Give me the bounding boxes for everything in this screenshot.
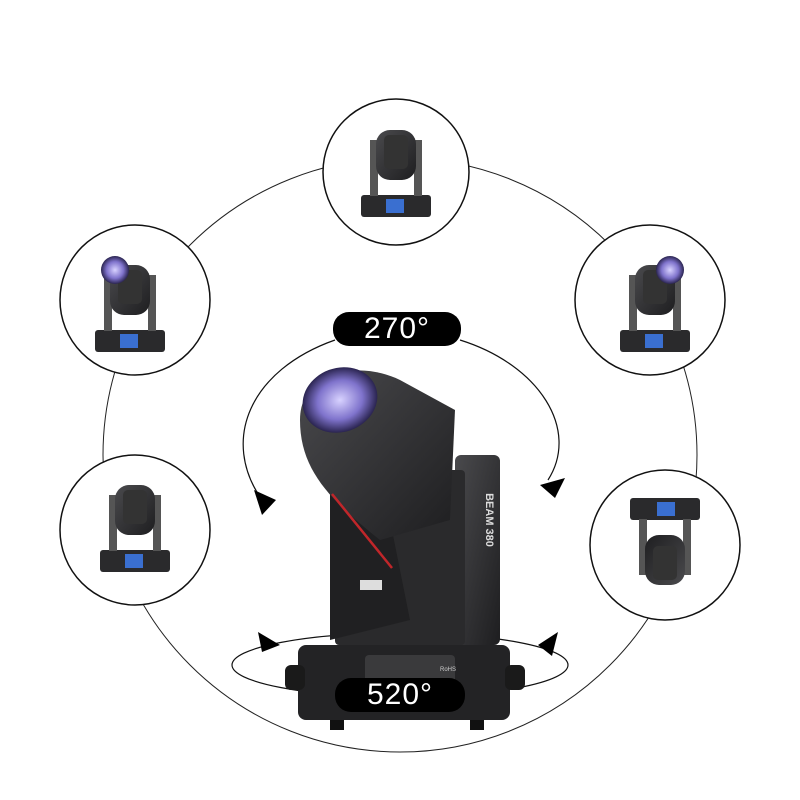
view-upper-left	[59, 224, 211, 376]
view-upper-right	[574, 224, 726, 376]
rohs-mark: RoHS	[440, 667, 456, 673]
model-name-label: BEAM 380	[483, 493, 495, 547]
tilt-arrowhead-right-icon	[540, 478, 565, 498]
tilt-arrowhead-left-icon	[254, 490, 276, 515]
view-top	[322, 98, 470, 246]
pan-arrowhead-left-icon	[258, 632, 280, 652]
tilt-arrow-left	[242, 339, 336, 501]
pan-arrowhead-right-icon	[538, 632, 558, 656]
view-left	[59, 454, 211, 606]
tilt-angle-badge: 270°	[333, 312, 461, 346]
tilt-arrow-right	[459, 339, 560, 481]
tilt-angle-text: 270°	[363, 312, 431, 345]
pan-angle-badge: 520°	[335, 678, 465, 712]
moving-head-fixture: BEAM 380 RoHS	[285, 367, 525, 730]
view-right-inverted	[589, 469, 741, 621]
pan-angle-text: 520°	[366, 678, 434, 711]
